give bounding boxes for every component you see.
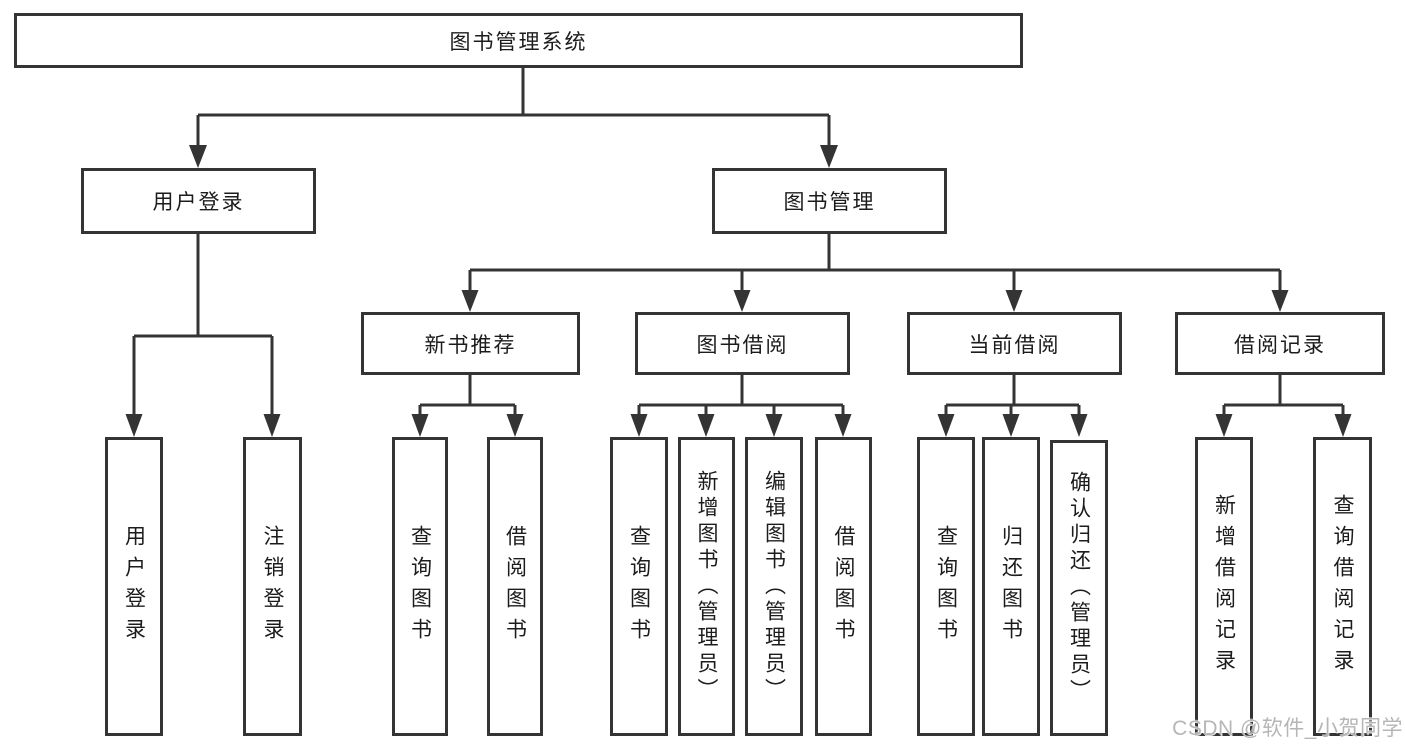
watermark: CSDN @软件_小贺同学	[1172, 717, 1403, 740]
leaf-query-borrow-record: 查询借阅记录	[1313, 437, 1372, 736]
node-borrow-records-label: 借阅记录	[1234, 333, 1326, 357]
node-library-management-system: 图书管理系统	[14, 13, 1023, 68]
leaf-confirm-return-admin-label: 确认归还（管理员）	[1067, 471, 1091, 705]
node-library-management-system-label: 图书管理系统	[449, 30, 588, 54]
node-new-book-recommend-label: 新书推荐	[424, 333, 517, 357]
leaf-user-login: 用户登录	[105, 437, 163, 736]
node-current-borrowing-label: 当前借阅	[968, 333, 1061, 357]
leaf-edit-book-admin: 编辑图书（管理员）	[745, 437, 803, 736]
node-current-borrowing: 当前借阅	[907, 312, 1122, 375]
leaf-confirm-return-admin: 确认归还（管理员）	[1050, 440, 1108, 736]
leaf-add-book-admin-label: 新增图书（管理员）	[695, 469, 718, 704]
node-book-borrowing-label: 图书借阅	[696, 333, 789, 357]
leaf-query-borrow-record-label: 查询借阅记录	[1331, 493, 1354, 680]
leaf-query-books-current-label: 查询图书	[934, 524, 958, 649]
node-new-book-recommend: 新书推荐	[361, 312, 580, 375]
leaf-query-books-borrowing-label: 查询图书	[627, 524, 651, 649]
node-book-management: 图书管理	[712, 168, 947, 234]
leaf-borrow-books-borrowing: 借阅图书	[815, 437, 872, 736]
node-user-login: 用户登录	[81, 168, 316, 234]
leaf-borrow-books-recommend-label: 借阅图书	[503, 524, 527, 649]
leaf-logout: 注销登录	[243, 437, 302, 736]
leaf-add-borrow-record-label: 新增借阅记录	[1212, 493, 1236, 680]
leaf-query-books-borrowing: 查询图书	[610, 437, 668, 736]
leaf-user-login-label: 用户登录	[122, 524, 146, 649]
leaf-return-books-label: 归还图书	[999, 524, 1023, 649]
leaf-return-books: 归还图书	[982, 437, 1040, 736]
node-book-borrowing: 图书借阅	[635, 312, 850, 375]
node-user-login-label: 用户登录	[152, 191, 245, 214]
leaf-add-book-admin: 新增图书（管理员）	[678, 437, 735, 736]
leaf-logout-label: 注销登录	[261, 524, 284, 649]
leaf-borrow-books-borrowing-label: 借阅图书	[832, 524, 855, 649]
leaf-query-books-recommend: 查询图书	[392, 437, 448, 736]
leaf-query-books-recommend-label: 查询图书	[408, 524, 432, 649]
leaf-edit-book-admin-label: 编辑图书（管理员）	[762, 469, 786, 704]
leaf-borrow-books-recommend: 借阅图书	[487, 437, 543, 736]
node-borrow-records: 借阅记录	[1175, 312, 1385, 375]
leaf-add-borrow-record: 新增借阅记录	[1195, 437, 1253, 736]
node-book-management-label: 图书管理	[783, 191, 876, 214]
leaf-query-books-current: 查询图书	[917, 437, 975, 736]
